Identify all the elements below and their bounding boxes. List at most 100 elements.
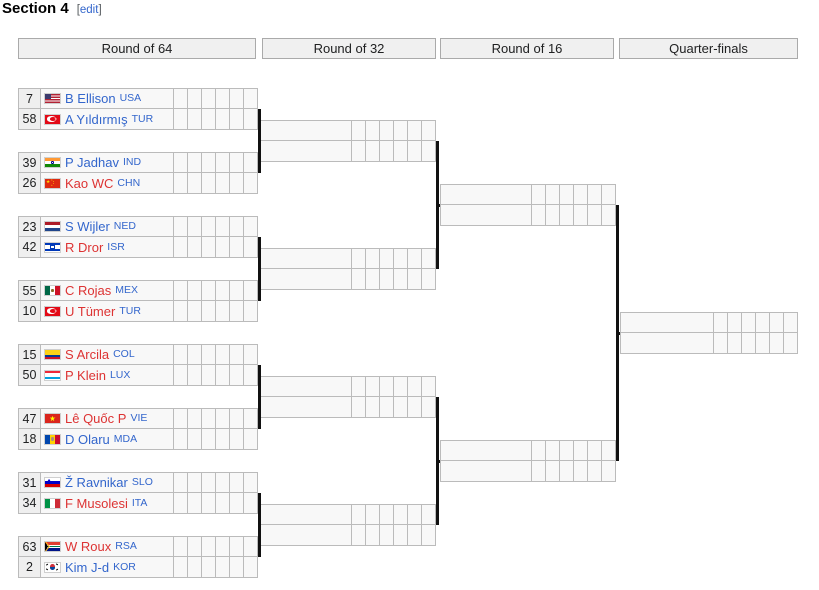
score-cell[interactable] (244, 493, 258, 514)
score-cell[interactable] (380, 120, 394, 141)
score-cell[interactable] (174, 109, 188, 130)
score-cell[interactable] (532, 205, 546, 226)
player-country[interactable]: NED (113, 220, 136, 232)
score-cell[interactable] (366, 376, 380, 397)
player-row[interactable]: 42 R Dror ISR (18, 237, 258, 258)
player-name[interactable]: S Wijler (65, 219, 110, 234)
player-name-cell[interactable]: F Musolesi ITA (40, 493, 174, 514)
score-cell[interactable] (244, 216, 258, 237)
score-cell[interactable] (202, 301, 216, 322)
score-cell[interactable] (174, 216, 188, 237)
player-country[interactable]: ISR (107, 240, 125, 253)
score-cell[interactable] (230, 536, 244, 557)
score-cell[interactable] (588, 461, 602, 482)
score-cell[interactable] (244, 365, 258, 386)
score-cell[interactable] (714, 333, 728, 354)
player-name[interactable]: A Yıldırmış (65, 111, 128, 127)
score-cell[interactable] (588, 184, 602, 205)
player-name[interactable]: Ž Ravnikar (65, 475, 128, 490)
score-cell[interactable] (230, 216, 244, 237)
score-cell[interactable] (602, 205, 616, 226)
score-cell[interactable] (174, 88, 188, 109)
score-cell[interactable] (244, 472, 258, 493)
score-cell[interactable] (202, 109, 216, 130)
player-name-cell[interactable]: U Tümer TUR (40, 301, 174, 322)
player-row[interactable] (260, 397, 436, 418)
score-cell[interactable] (244, 280, 258, 301)
score-cell[interactable] (230, 109, 244, 130)
score-cell[interactable] (394, 120, 408, 141)
score-cell[interactable] (352, 376, 366, 397)
score-cell[interactable] (422, 269, 436, 290)
player-name[interactable]: D Olaru (65, 431, 110, 447)
score-cell[interactable] (560, 461, 574, 482)
player-row[interactable]: 7 B Ellison USA (18, 88, 258, 109)
score-cell[interactable] (408, 269, 422, 290)
score-cell[interactable] (230, 408, 244, 429)
score-cell[interactable] (216, 472, 230, 493)
score-cell[interactable] (202, 216, 216, 237)
player-country[interactable]: TUR (131, 112, 154, 125)
score-cell[interactable] (244, 152, 258, 173)
player-name-cell[interactable] (440, 184, 532, 205)
player-name-cell[interactable] (620, 333, 714, 354)
score-cell[interactable] (216, 109, 230, 130)
score-cell[interactable] (244, 557, 258, 578)
player-row[interactable]: 55 C Rojas MEX (18, 280, 258, 301)
score-cell[interactable] (188, 301, 202, 322)
score-cell[interactable] (216, 301, 230, 322)
score-cell[interactable] (244, 88, 258, 109)
score-cell[interactable] (174, 365, 188, 386)
score-cell[interactable] (352, 504, 366, 525)
score-cell[interactable] (588, 440, 602, 461)
score-cell[interactable] (174, 472, 188, 493)
score-cell[interactable] (560, 440, 574, 461)
score-cell[interactable] (366, 120, 380, 141)
score-cell[interactable] (560, 184, 574, 205)
score-cell[interactable] (408, 120, 422, 141)
score-cell[interactable] (728, 312, 742, 333)
match-box[interactable] (620, 312, 798, 354)
score-cell[interactable] (230, 280, 244, 301)
player-row[interactable]: 23 S Wijler NED (18, 216, 258, 237)
score-cell[interactable] (188, 493, 202, 514)
score-cell[interactable] (188, 408, 202, 429)
score-cell[interactable] (380, 376, 394, 397)
score-cell[interactable] (244, 536, 258, 557)
player-name-cell[interactable]: A Yıldırmış TUR (40, 109, 174, 130)
score-cell[interactable] (244, 429, 258, 450)
score-cell[interactable] (174, 152, 188, 173)
score-cell[interactable] (244, 173, 258, 194)
score-cell[interactable] (408, 397, 422, 418)
score-cell[interactable] (174, 344, 188, 365)
player-row[interactable]: 50 P Klein LUX (18, 365, 258, 386)
score-cell[interactable] (380, 248, 394, 269)
score-cell[interactable] (202, 472, 216, 493)
score-cell[interactable] (366, 397, 380, 418)
score-cell[interactable] (784, 333, 798, 354)
match-box[interactable] (260, 120, 436, 162)
score-cell[interactable] (352, 525, 366, 546)
score-cell[interactable] (366, 141, 380, 162)
score-cell[interactable] (532, 440, 546, 461)
score-cell[interactable] (352, 269, 366, 290)
score-cell[interactable] (560, 205, 574, 226)
score-cell[interactable] (602, 440, 616, 461)
score-cell[interactable] (546, 461, 560, 482)
score-cell[interactable] (532, 184, 546, 205)
score-cell[interactable] (394, 504, 408, 525)
score-cell[interactable] (188, 109, 202, 130)
player-country[interactable]: ITA (131, 496, 148, 509)
score-cell[interactable] (352, 120, 366, 141)
score-cell[interactable] (394, 397, 408, 418)
score-cell[interactable] (174, 301, 188, 322)
score-cell[interactable] (230, 301, 244, 322)
score-cell[interactable] (188, 344, 202, 365)
player-name-cell[interactable]: Lê Quốc P VIE (40, 408, 174, 429)
score-cell[interactable] (422, 504, 436, 525)
player-name-cell[interactable]: S Arcila COL (40, 344, 174, 365)
player-name-cell[interactable] (260, 397, 352, 418)
player-name[interactable]: Kim J-d (65, 559, 110, 575)
score-cell[interactable] (366, 269, 380, 290)
player-country[interactable]: MEX (115, 284, 139, 296)
